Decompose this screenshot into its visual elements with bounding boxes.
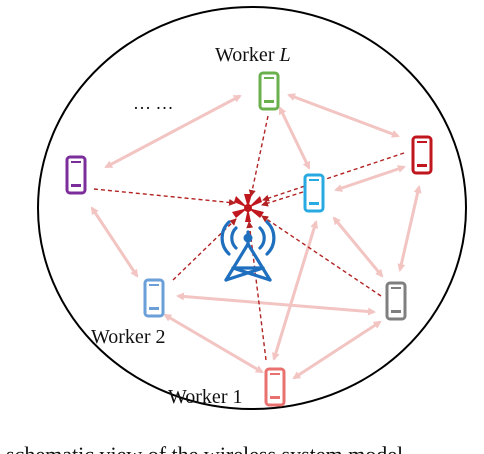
coverage-circle (37, 6, 467, 410)
worker-l-var: L (278, 44, 290, 66)
link-l-red (287, 93, 400, 138)
worker-2-label: Worker 2 (91, 326, 165, 348)
link-red-gray (397, 185, 422, 272)
worker-l-label: Worker L (215, 44, 291, 66)
d2d-links (90, 93, 422, 380)
uplink-gray (261, 215, 382, 297)
worker-l-prefix: Worker (215, 44, 279, 66)
receiver-burst-icon (232, 194, 264, 222)
uplinks (93, 115, 405, 361)
figure-caption: schematic view of the wireless system mo… (6, 442, 403, 454)
uplink-worker1 (246, 221, 267, 361)
uplink-cyan (261, 191, 304, 207)
link-red-cyan (334, 165, 406, 192)
ellipsis-label: … … (133, 93, 174, 113)
link-gray-worker1 (292, 320, 382, 380)
worker-purple-phone-icon (65, 155, 87, 195)
worker-l-phone-icon (258, 71, 280, 111)
worker-red-phone-icon (411, 135, 433, 175)
link-cyan-gray (332, 216, 384, 278)
uplink-l (248, 115, 269, 197)
base-station-tower-icon (220, 220, 276, 282)
uplink-purple (93, 188, 236, 206)
worker-cyan-phone-icon (303, 173, 325, 213)
link-worker2-worker1 (163, 313, 264, 374)
worker-1-label: Worker 1 (168, 386, 242, 408)
worker-2-phone-icon (143, 278, 165, 318)
link-purple-worker2 (90, 206, 139, 278)
link-l-cyan (278, 106, 311, 170)
link-worker2-gray (176, 292, 376, 316)
link-cyan-worker1 (271, 220, 319, 361)
link-l-purple (104, 94, 242, 169)
uplink-red (262, 152, 405, 202)
worker-gray-phone-icon (385, 281, 407, 321)
worker-1-phone-icon (264, 367, 286, 407)
